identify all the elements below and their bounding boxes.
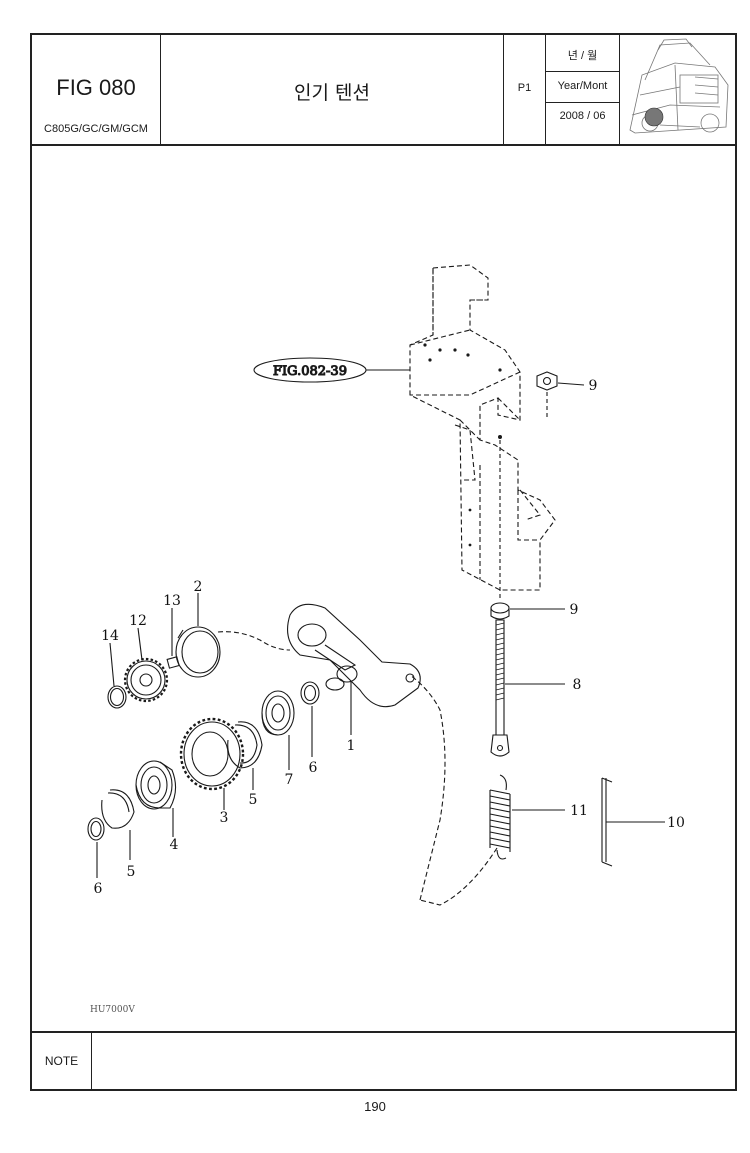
drawing-code: HU7000V bbox=[90, 1005, 135, 1015]
year-month-cell: 년 / 월 Year/Mont 2008 / 06 bbox=[546, 35, 620, 144]
year-month-kr: 년 / 월 bbox=[567, 50, 598, 62]
callout-13: 13 bbox=[163, 593, 181, 609]
callout-12: 12 bbox=[129, 613, 147, 629]
callout-14: 14 bbox=[101, 628, 119, 644]
callout-10: 10 bbox=[667, 815, 685, 831]
model-list: C805G/GC/GM/GCM bbox=[44, 123, 148, 135]
callout-3: 3 bbox=[220, 810, 229, 826]
page-index: P1 bbox=[517, 82, 532, 94]
note-row: NOTE bbox=[32, 1031, 735, 1089]
bracket-reference-drawing bbox=[409, 264, 556, 591]
title-cell: 인기 텐션 bbox=[161, 35, 504, 144]
callout-2: 2 bbox=[194, 579, 203, 595]
sheet-frame: FIG 080 C805G/GC/GM/GCM 인기 텐션 P1 년 / 월 Y… bbox=[30, 33, 737, 1091]
callout-4: 4 bbox=[170, 837, 179, 853]
figure-reference-label: FIG.082-39 bbox=[273, 364, 347, 379]
callout-1: 1 bbox=[347, 738, 356, 754]
page-title: 인기 텐션 bbox=[294, 82, 370, 104]
callout-5-lower: 5 bbox=[127, 864, 136, 880]
callout-11: 11 bbox=[570, 803, 588, 819]
issue-date: 2008 / 06 bbox=[559, 110, 606, 122]
callout-labels: 1 2 3 4 5 5 6 6 7 8 9 9 10 11 12 13 14 bbox=[94, 378, 685, 897]
combine-thumbnail-icon bbox=[629, 38, 729, 134]
year-month-en: Year/Mont bbox=[557, 80, 608, 92]
callout-9-bottom: 9 bbox=[570, 602, 579, 618]
page-number: 190 bbox=[364, 1099, 386, 1114]
callout-5-upper: 5 bbox=[249, 792, 258, 808]
page-cell: P1 bbox=[504, 35, 546, 144]
callout-7: 7 bbox=[285, 772, 294, 788]
note-label: NOTE bbox=[32, 1033, 92, 1089]
callout-8: 8 bbox=[573, 677, 582, 693]
figure-number: FIG 080 bbox=[56, 75, 136, 100]
title-block: FIG 080 C805G/GC/GM/GCM 인기 텐션 P1 년 / 월 Y… bbox=[32, 35, 735, 146]
callout-9-top: 9 bbox=[589, 378, 598, 394]
callout-6-lower: 6 bbox=[94, 881, 103, 897]
fig-cell: FIG 080 C805G/GC/GM/GCM bbox=[32, 35, 161, 144]
callout-6-upper: 6 bbox=[309, 760, 318, 776]
machine-thumbnail bbox=[620, 35, 737, 144]
